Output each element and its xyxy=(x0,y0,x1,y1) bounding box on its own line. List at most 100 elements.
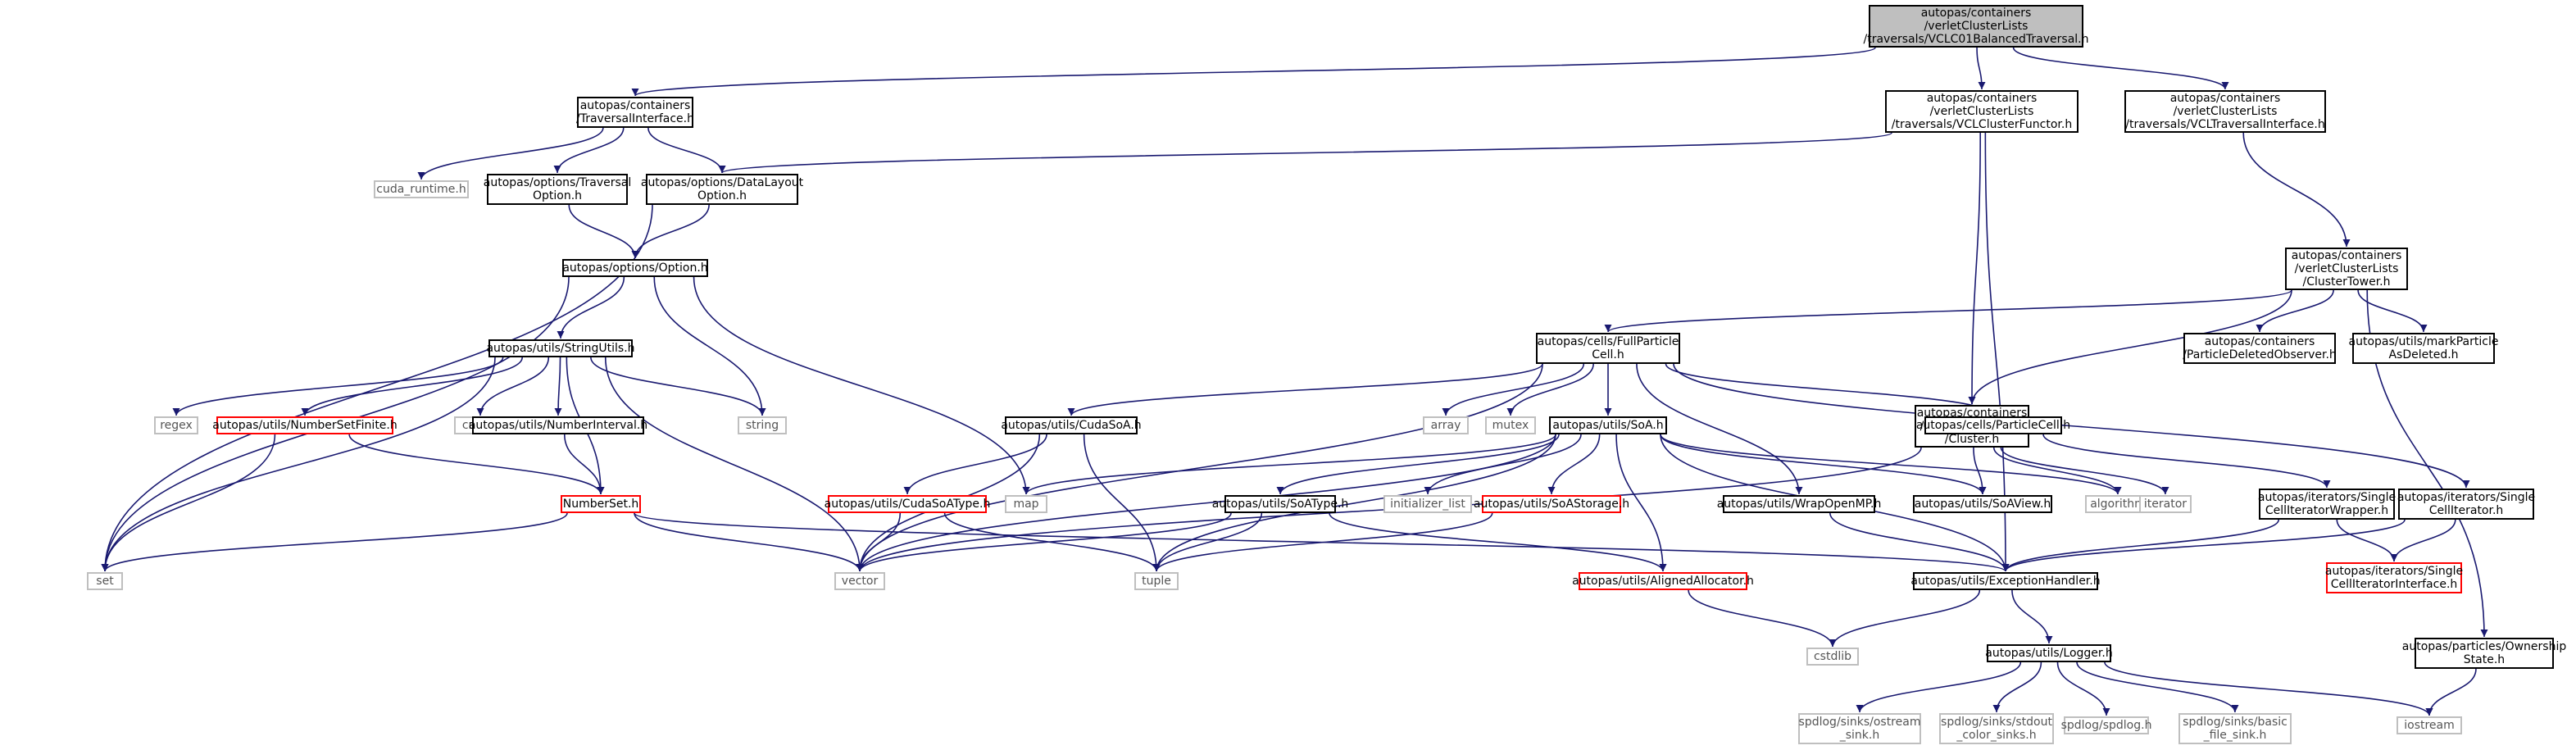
edge-vclc01-to-traversalinterface xyxy=(631,47,1876,97)
node-label-line: cstdlib xyxy=(1813,650,1852,663)
edge-stringutils-to-vector xyxy=(604,357,864,572)
edge-singlecelliterator-to-exceptionhandler xyxy=(2001,519,2406,572)
node-stringutils[interactable]: autopas/utils/StringUtils.h xyxy=(486,339,635,357)
node-label-line: autopas/utils/markParticle xyxy=(2348,335,2499,348)
node-numberinterval[interactable]: autopas/utils/NumberInterval.h xyxy=(468,416,648,434)
node-soaview[interactable]: autopas/utils/SoAView.h xyxy=(1913,495,2052,513)
node-clustertower[interactable]: autopas/containers/verletClusterLists/Cl… xyxy=(2285,248,2408,290)
node-label-line: autopas/cells/ParticleCell.h xyxy=(1915,419,2071,432)
edge-fullparticlecell-to-vector xyxy=(856,363,1543,572)
node-label-line: autopas/particles/Ownership xyxy=(2401,640,2567,653)
node-vclclusterfunctor[interactable]: autopas/containers/verletClusterLists/tr… xyxy=(1885,90,2079,133)
edge-numbersetfinite-to-set xyxy=(101,434,276,572)
edge-cluster-to-soaview xyxy=(1973,447,1987,495)
node-label-line: algorithm xyxy=(2090,498,2146,511)
edge-soa-to-alignedallocator xyxy=(1615,434,1667,572)
node-label-line: autopas/utils/SoAView.h xyxy=(1914,498,2051,511)
node-set: set xyxy=(87,572,123,590)
node-soa[interactable]: autopas/utils/SoA.h xyxy=(1549,416,1667,434)
node-label-line: autopas/containers xyxy=(1920,7,2032,20)
node-label-line: regex xyxy=(160,419,193,432)
node-label-line: /ParticleDeletedObserver.h xyxy=(2183,348,2337,361)
node-label-line: autopas/containers xyxy=(2204,335,2315,348)
node-label-line: spdlog/sinks/stdout xyxy=(1941,716,2052,729)
node-ostream-sink: spdlog/sinks/ostream_sink.h xyxy=(1798,713,1921,744)
node-label-line: autopas/utils/NumberSetFinite.h xyxy=(212,419,398,432)
node-label-line: autopas/containers xyxy=(579,99,691,112)
node-cudasoa[interactable]: autopas/utils/CudaSoA.h xyxy=(1001,416,1142,434)
edge-clustertower-to-particledeletedobserver xyxy=(2256,289,2334,333)
edge-fullparticlecell-to-wrapopenmp xyxy=(1636,363,1803,495)
node-label-line: initializer_list xyxy=(1390,498,1465,511)
node-label-line: /verletClusterLists xyxy=(2294,262,2399,275)
edge-stringutils-to-numbersetfinite xyxy=(301,357,523,416)
edge-vclclusterfunctor-to-datalayoutoption xyxy=(719,132,1892,174)
edge-soa-to-map xyxy=(1022,434,1556,495)
edge-cluster-to-iterator xyxy=(2000,447,2169,495)
edge-soatype-to-tuple xyxy=(1152,512,1263,572)
node-particlecell[interactable]: autopas/cells/ParticleCell.h xyxy=(1916,416,2070,434)
node-numberset[interactable]: NumberSet.h xyxy=(561,495,641,513)
node-logger[interactable]: autopas/utils/Logger.h xyxy=(1985,644,2113,662)
node-label-line: autopas/cells/FullParticle xyxy=(1537,335,1679,348)
node-label-line: /traversals/VCLTraversalInterface.h xyxy=(2125,118,2325,131)
node-alignedallocator[interactable]: autopas/utils/AlignedAllocator.h xyxy=(1572,572,1754,590)
node-label-line: vector xyxy=(841,575,879,588)
node-label-line: CellIteratorInterface.h xyxy=(2330,578,2458,591)
node-label-line: autopas/utils/NumberInterval.h xyxy=(468,419,648,432)
node-soatype[interactable]: autopas/utils/SoAType.h xyxy=(1212,495,1348,513)
node-numbersetfinite[interactable]: autopas/utils/NumberSetFinite.h xyxy=(212,416,398,434)
edge-stringutils-to-regex xyxy=(172,357,504,416)
node-vcltraversalinterface[interactable]: autopas/containers/verletClusterLists/tr… xyxy=(2124,90,2326,133)
edge-soa-to-soastorage xyxy=(1547,434,1601,495)
edge-soa-to-tuple xyxy=(1152,434,1556,572)
edge-clustertower-to-fullparticlecell xyxy=(1604,289,2292,333)
edge-vclc01-to-vclclusterfunctor xyxy=(1976,47,1986,90)
node-particledeletedobserver[interactable]: autopas/containers/ParticleDeletedObserv… xyxy=(2183,333,2337,364)
node-traversalinterface[interactable]: autopas/containers/TraversalInterface.h xyxy=(576,97,694,128)
edge-stringutils-to-numberinterval xyxy=(554,357,562,416)
node-label-line: _color_sinks.h xyxy=(1956,729,2037,742)
node-basic-file-sink: spdlog/sinks/basic_file_sink.h xyxy=(2178,713,2292,744)
edge-logger-to-ostream-sink xyxy=(1856,661,2022,713)
node-label-line: autopas/containers xyxy=(2291,249,2402,262)
edge-numberset-to-vector xyxy=(634,512,864,572)
node-option[interactable]: autopas/options/Option.h xyxy=(562,259,708,277)
node-label-line: autopas/containers xyxy=(1926,92,2038,105)
edge-exceptionhandler-to-cstdlib xyxy=(1829,589,1981,648)
edge-singlecelliteratorwrapper-to-exceptionhandler xyxy=(2001,519,2279,572)
dependency-edges xyxy=(101,47,2488,716)
node-label-line: /traversals/VCLClusterFunctor.h xyxy=(1891,118,2073,131)
node-label-line: autopas/utils/CudaSoA.h xyxy=(1001,419,1142,432)
node-cudasoatype[interactable]: autopas/utils/CudaSoAType.h xyxy=(825,495,990,513)
node-wrapopenmp[interactable]: autopas/utils/WrapOpenMP.h xyxy=(1717,495,1881,513)
edge-alignedallocator-to-cstdlib xyxy=(1688,589,1837,648)
edge-logger-to-iostream xyxy=(2104,661,2433,716)
edge-logger-to-stdout-color-sinks xyxy=(1992,661,2042,713)
edge-logger-to-basic-file-sink xyxy=(2076,661,2239,713)
node-exceptionhandler[interactable]: autopas/utils/ExceptionHandler.h xyxy=(1910,572,2101,590)
node-label-line: autopas/utils/SoAType.h xyxy=(1211,498,1349,511)
node-vclc01: autopas/containers/verletClusterLists/tr… xyxy=(1864,5,2089,48)
node-label-line: spdlog/sinks/basic xyxy=(2183,716,2288,729)
node-vector: vector xyxy=(834,572,885,590)
edge-vcltraversalinterface-to-clustertower xyxy=(2242,132,2351,248)
node-soastorage[interactable]: autopas/utils/SoAStorage.h xyxy=(1474,495,1629,513)
node-label-line: autopas/options/DataLayout xyxy=(640,176,804,189)
edge-fullparticlecell-to-singlecelliterator xyxy=(1673,363,2470,489)
node-label-line: autopas/options/Option.h xyxy=(562,261,708,275)
node-label-line: /Cluster.h xyxy=(1944,433,2000,446)
node-label-line: autopas/iterators/Single xyxy=(2397,491,2536,504)
node-mutex: mutex xyxy=(1485,416,1536,434)
edge-cluster-to-algorithm xyxy=(1992,447,2122,495)
edge-soa-to-vector xyxy=(856,434,1556,572)
